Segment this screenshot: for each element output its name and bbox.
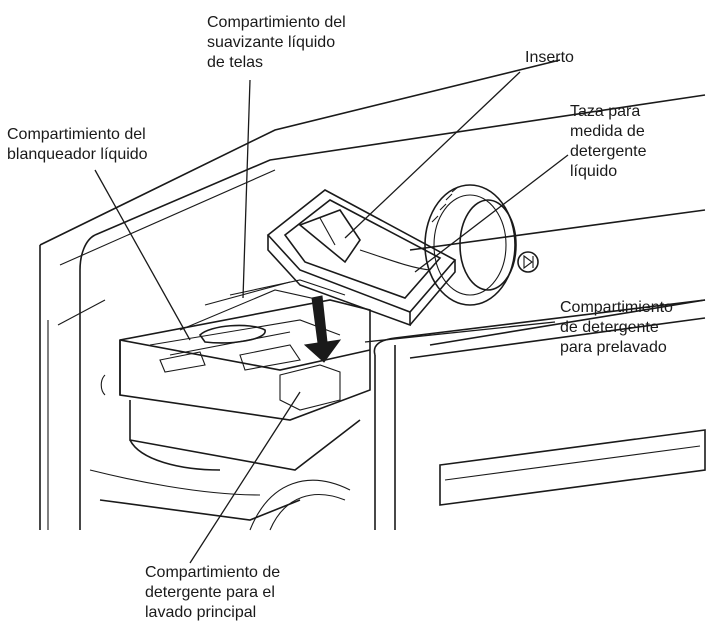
label-mainwash-compartment: Compartimiento de detergente para el lav…	[145, 564, 281, 621]
control-dial	[424, 184, 539, 306]
washer-body	[39, 59, 706, 530]
front-panel	[249, 299, 706, 531]
label-prewash-compartment: Compartimiento de detergente para prelav…	[560, 299, 673, 356]
label-measure-cup: Taza para medida de detergente líquido	[570, 103, 647, 180]
label-insert: Inserto	[525, 49, 574, 66]
label-bleach-compartment: Compartimiento del blanqueador líquido	[7, 126, 148, 163]
dispenser-drawer	[89, 279, 371, 521]
label-softener-compartment: Compartimiento del suavizante líquido de…	[207, 14, 346, 71]
measure-cup	[266, 189, 457, 327]
leader-lines	[94, 71, 569, 564]
insert-arrow	[303, 295, 342, 363]
